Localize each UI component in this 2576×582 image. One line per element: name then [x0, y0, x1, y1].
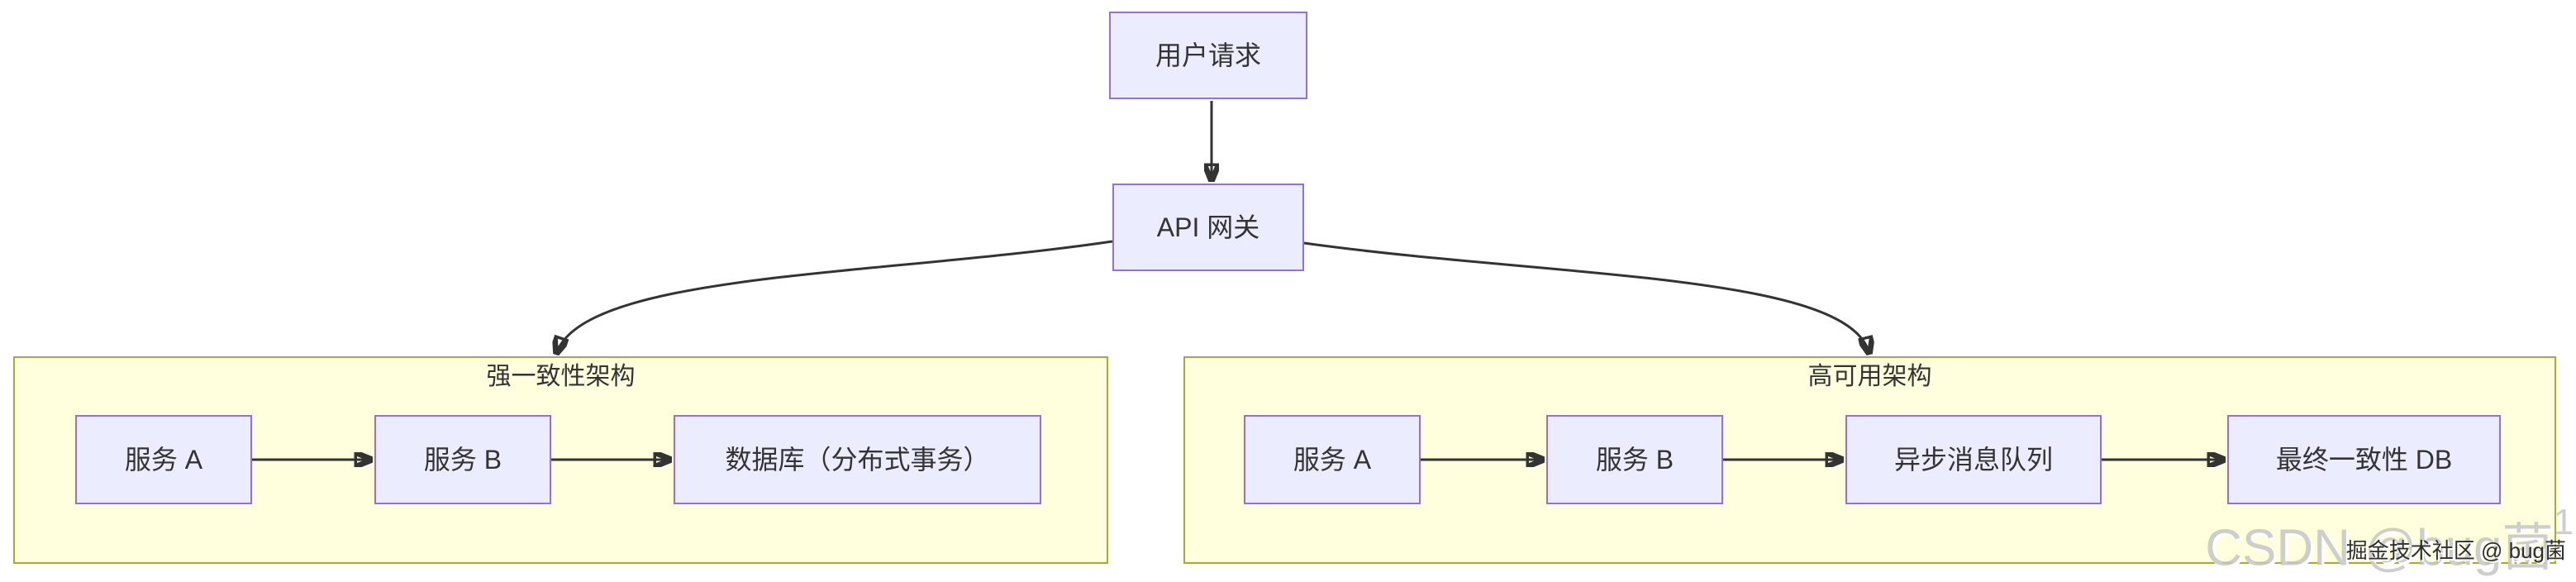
edge-gateway-to-strong-cluster: [556, 240, 1113, 354]
node-ha-service-a: 服务 A: [1244, 415, 1421, 504]
edge-gateway-to-ha-cluster: [1303, 241, 1869, 354]
node-strong-database: 数据库（分布式事务）: [674, 415, 1041, 504]
node-user-request: 用户请求: [1109, 12, 1307, 99]
node-ha-service-b-label: 服务 B: [1595, 445, 1674, 475]
node-api-gateway-label: API 网关: [1156, 212, 1260, 242]
node-strong-service-a: 服务 A: [75, 415, 252, 504]
csdn-watermark: CSDN @bug菌1: [2205, 504, 2574, 577]
node-ha-service-a-label: 服务 A: [1293, 445, 1372, 475]
cluster-high-availability-label: 高可用架构: [1807, 363, 1932, 390]
csdn-watermark-superscript: 1: [2553, 502, 2574, 542]
node-strong-service-a-label: 服务 A: [124, 445, 203, 475]
csdn-watermark-text: CSDN @bug菌: [2205, 519, 2554, 577]
node-ha-message-queue-label: 异步消息队列: [1893, 445, 2053, 475]
node-user-request-label: 用户请求: [1155, 41, 1261, 70]
node-strong-database-label: 数据库（分布式事务）: [725, 445, 990, 475]
node-strong-service-b-label: 服务 B: [423, 445, 502, 475]
juejin-watermark: 掘金技术社区 @ bug菌: [2345, 538, 2566, 563]
node-api-gateway: API 网关: [1112, 184, 1304, 271]
node-ha-eventual-db: 最终一致性 DB: [2227, 415, 2501, 504]
node-strong-service-b: 服务 B: [374, 415, 551, 504]
node-ha-service-b: 服务 B: [1546, 415, 1723, 504]
node-ha-message-queue: 异步消息队列: [1845, 415, 2102, 504]
cluster-strong-consistency-label: 强一致性架构: [486, 363, 636, 390]
node-ha-eventual-db-label: 最终一致性 DB: [2275, 445, 2453, 475]
